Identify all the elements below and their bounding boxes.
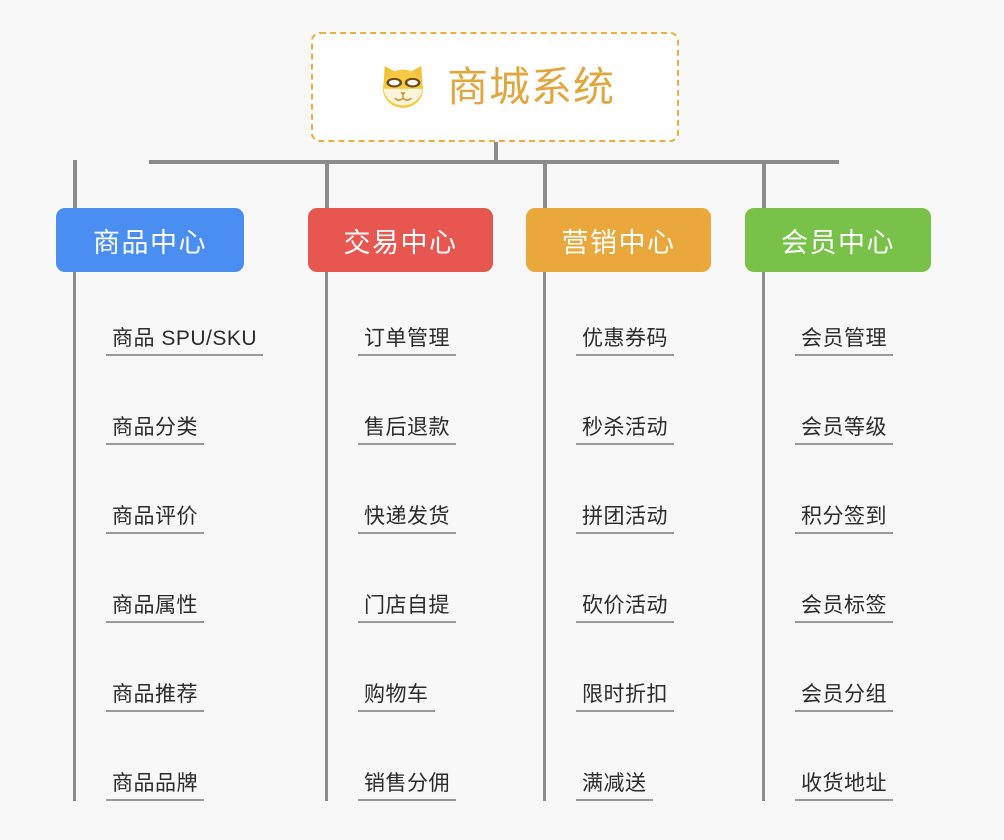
connector-spine-3	[762, 272, 765, 801]
leaf-item[interactable]: 销售分佣	[358, 761, 456, 801]
root-node-shop-system[interactable]: 商城系统	[311, 32, 679, 142]
leaf-item[interactable]: 购物车	[358, 672, 435, 712]
leaf-item[interactable]: 商品 SPU/SKU	[106, 316, 264, 356]
leaf-item[interactable]: 商品分类	[106, 405, 204, 445]
leaf-item[interactable]: 商品推荐	[106, 672, 204, 712]
leaf-item-label: 商品品牌	[112, 772, 198, 795]
leaf-item[interactable]: 砍价活动	[576, 583, 674, 623]
leaf-item[interactable]: 订单管理	[358, 316, 456, 356]
leaf-item-label: 会员分组	[801, 683, 887, 706]
leaf-item-label: 商品 SPU/SKU	[112, 327, 258, 350]
connector-branch-drop-1	[325, 160, 329, 208]
leaf-item[interactable]: 满减送	[576, 761, 653, 801]
leaf-item-label: 商品推荐	[112, 683, 198, 706]
leaf-item[interactable]: 快递发货	[358, 494, 456, 534]
category-node-label: 会员中心	[781, 227, 895, 258]
leaf-item[interactable]: 秒杀活动	[576, 405, 674, 445]
leaf-item-label: 商品分类	[112, 416, 198, 439]
leaf-item[interactable]: 会员标签	[795, 583, 893, 623]
leaf-item[interactable]: 门店自提	[358, 583, 456, 623]
leaf-item-label: 会员标签	[801, 594, 887, 617]
leaf-item-label: 商品属性	[112, 594, 198, 617]
connector-spine-2	[543, 272, 546, 801]
leaf-item-label: 订单管理	[364, 327, 450, 350]
leaf-item-label: 优惠券码	[582, 327, 668, 350]
category-node-label: 营销中心	[561, 227, 676, 258]
leaf-item-label: 砍价活动	[582, 594, 668, 617]
leaf-item[interactable]: 商品评价	[106, 494, 204, 534]
leaf-item[interactable]: 优惠券码	[576, 316, 674, 356]
leaf-item-label: 秒杀活动	[582, 416, 668, 439]
leaf-item[interactable]: 会员管理	[795, 316, 893, 356]
leaf-item[interactable]: 商品属性	[106, 583, 204, 623]
leaf-item-label: 快递发货	[364, 505, 450, 528]
leaf-item-label: 购物车	[364, 683, 429, 706]
leaf-item-label: 满减送	[582, 772, 647, 795]
category-node-2[interactable]: 营销中心	[526, 208, 711, 272]
leaf-item-label: 门店自提	[364, 594, 450, 617]
shiba-dog-face-icon	[375, 59, 431, 115]
leaf-item[interactable]: 商品品牌	[106, 761, 204, 801]
category-node-1[interactable]: 交易中心	[308, 208, 493, 272]
leaf-item-label: 售后退款	[364, 416, 450, 439]
leaf-item[interactable]: 拼团活动	[576, 494, 674, 534]
connector-spine-0	[73, 272, 76, 801]
leaf-item[interactable]: 限时折扣	[576, 672, 674, 712]
leaf-item[interactable]: 收货地址	[795, 761, 893, 801]
leaf-item[interactable]: 售后退款	[358, 405, 456, 445]
connector-branch-drop-2	[543, 160, 547, 208]
leaf-item-label: 销售分佣	[364, 772, 450, 795]
leaf-item-label: 会员管理	[801, 327, 887, 350]
category-node-3[interactable]: 会员中心	[745, 208, 931, 272]
connector-root-stem	[494, 142, 498, 164]
connector-horizontal-bus	[149, 160, 839, 164]
connector-spine-1	[325, 272, 328, 801]
connector-branch-drop-3	[762, 160, 766, 208]
leaf-item[interactable]: 会员分组	[795, 672, 893, 712]
leaf-item-label: 拼团活动	[582, 505, 668, 528]
leaf-item-label: 会员等级	[801, 416, 887, 439]
root-title: 商城系统	[447, 63, 615, 110]
leaf-item-label: 限时折扣	[582, 683, 668, 706]
category-node-label: 商品中心	[93, 227, 207, 258]
leaf-item[interactable]: 会员等级	[795, 405, 893, 445]
leaf-item[interactable]: 积分签到	[795, 494, 893, 534]
category-node-0[interactable]: 商品中心	[56, 208, 244, 272]
leaf-item-label: 收货地址	[801, 772, 887, 795]
leaf-item-label: 商品评价	[112, 505, 198, 528]
leaf-item-label: 积分签到	[801, 505, 887, 528]
connector-branch-drop-0	[73, 160, 77, 208]
category-node-label: 交易中心	[343, 227, 458, 258]
